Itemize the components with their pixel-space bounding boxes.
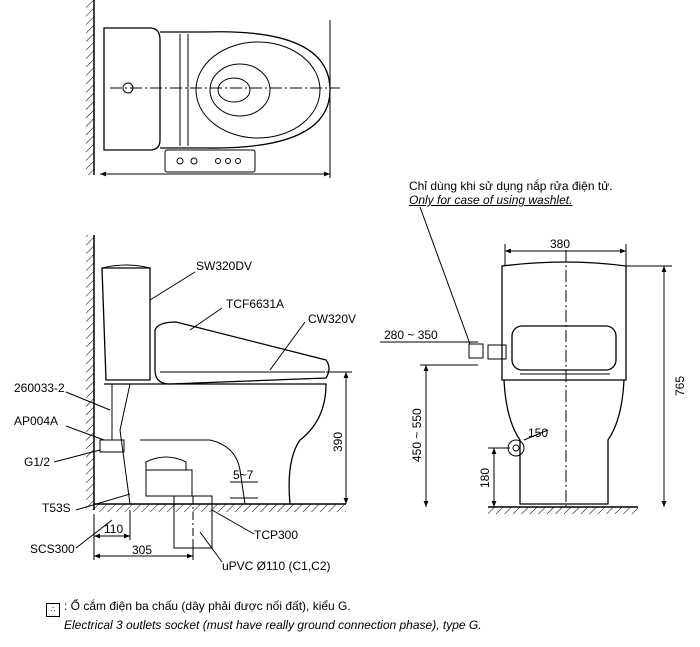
- label-part-3: G1/2: [24, 455, 51, 469]
- legend-en: Electrical 3 outlets socket (must have r…: [64, 618, 482, 632]
- dim-socket-range: 280 ~ 350: [384, 328, 438, 342]
- label-part-5: SCS300: [30, 542, 75, 556]
- dim-wall-to-outlet: 305: [132, 543, 153, 557]
- dim-total-height: 765: [673, 375, 687, 396]
- dim-gap: 5~7: [233, 468, 254, 482]
- label-part-1: 260033-2: [14, 381, 65, 395]
- front-view: [380, 206, 672, 514]
- dim-front-width: 380: [550, 237, 571, 251]
- label-part-2: AP004A: [14, 414, 59, 428]
- note-washlet-en: Only for case of using washlet.: [409, 193, 573, 207]
- side-view: [53, 235, 352, 563]
- dim-socket-height: 450 ~ 550: [410, 408, 424, 462]
- top-view: [86, 0, 340, 178]
- label-seat-cover: TCF6631A: [226, 297, 285, 311]
- label-bowl: CW320V: [308, 312, 357, 326]
- label-tank: SW320DV: [196, 259, 253, 273]
- socket-icon: ∴: [46, 603, 60, 617]
- dim-side-height: 390: [331, 431, 345, 452]
- dim-valve-offset: 150: [528, 426, 549, 440]
- dim-wall-to-pipe: 110: [104, 522, 124, 536]
- legend-vi: : Ổ cắm điện ba chấu (dây phải được nối …: [64, 599, 351, 613]
- label-pipe: uPVC Ø110 (C1,C2): [222, 559, 331, 573]
- socket-legend: ∴ : Ổ cắm điện ba chấu (dây phải được nối…: [46, 598, 482, 633]
- dim-valve-height: 180: [478, 467, 492, 488]
- note-washlet-vi: Chỉ dùng khi sử dụng nắp rửa điện tử.: [409, 179, 613, 193]
- label-part-4: T53S: [42, 501, 71, 515]
- label-part-6: TCP300: [254, 528, 299, 542]
